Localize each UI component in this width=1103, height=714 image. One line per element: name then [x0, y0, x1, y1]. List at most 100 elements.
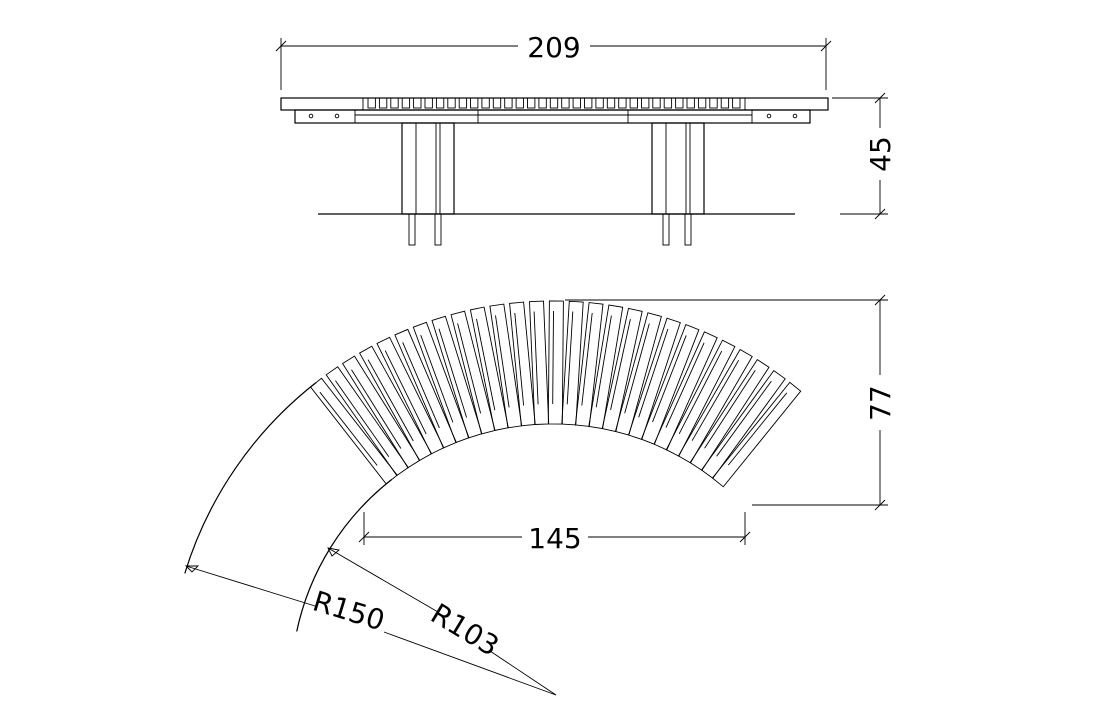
plan-slat — [309, 377, 398, 485]
slat-end — [367, 97, 376, 109]
plan-slat-edge — [533, 311, 539, 405]
plan-slat-edge — [552, 310, 554, 405]
plan-slat — [431, 315, 483, 439]
plan-slat-edge — [367, 359, 414, 442]
plan-slat — [614, 312, 662, 436]
slat-end — [549, 97, 559, 109]
slat-end — [595, 97, 604, 109]
plan-slat — [627, 317, 681, 440]
plan-slat-edge — [581, 312, 593, 406]
right-leg — [651, 122, 705, 246]
dim-label-209: 209 — [527, 31, 580, 64]
plan-slat-edge — [495, 315, 510, 408]
plan-slat — [601, 307, 643, 433]
dim-label-R150: R150 — [309, 584, 388, 637]
plan-slat — [394, 328, 457, 449]
bolt — [766, 113, 772, 119]
dimension-radii: R150 R103 — [184, 547, 557, 696]
dim-label-145: 145 — [528, 522, 581, 555]
plan-slat — [665, 339, 736, 457]
dimension-height: 45 — [832, 92, 897, 220]
dim-label-77: 77 — [864, 385, 897, 421]
slat-end — [675, 97, 684, 109]
slat-end — [572, 97, 581, 109]
slat-end — [732, 97, 741, 109]
dimension-inner-chord: 145 — [358, 512, 751, 555]
plan-slat — [341, 355, 421, 469]
elevation-view: 209 45 — [275, 31, 897, 246]
plan-slat — [376, 336, 445, 455]
plan-slat — [588, 304, 624, 430]
slat-end — [378, 97, 388, 109]
plan-slat-edge — [351, 369, 402, 449]
slat-end — [629, 97, 638, 109]
dimension-depth: 77 — [565, 294, 897, 511]
slat-end — [413, 97, 422, 109]
slat-end — [470, 97, 479, 109]
plan-slat — [547, 300, 564, 425]
slat-end — [697, 97, 707, 109]
plan-slat — [677, 348, 753, 464]
plan-slat-edge — [727, 392, 788, 466]
plan-slat-edge — [457, 323, 482, 414]
slat-end — [458, 97, 468, 109]
slat-end — [447, 97, 456, 109]
plan-slat — [450, 310, 496, 435]
slat-end — [584, 97, 593, 109]
plan-slat-edge — [691, 359, 740, 441]
plan-slat — [653, 331, 718, 451]
seat-slats-elevation — [367, 97, 741, 109]
slat-end — [663, 97, 673, 109]
plan-slat — [509, 301, 536, 427]
slat-end — [481, 97, 490, 109]
plan-view: 77 145 R150 R103 — [184, 294, 897, 696]
plan-slat-edge — [595, 315, 612, 408]
seat-beam — [294, 109, 811, 124]
slat-end — [515, 97, 524, 109]
dimension-total-length: 209 — [275, 31, 832, 90]
bolt — [792, 113, 798, 119]
plan-slat — [469, 306, 509, 432]
plan-slat-edge — [652, 335, 687, 423]
inner-arc — [296, 479, 393, 632]
dim-label-45: 45 — [864, 136, 897, 172]
seat-slats-plan — [309, 300, 802, 488]
left-leg — [401, 122, 455, 246]
slat-end — [686, 97, 695, 109]
slat-end — [492, 97, 502, 109]
outer-arc — [184, 382, 317, 574]
plan-slat — [358, 345, 433, 462]
plan-slat — [325, 366, 409, 477]
plan-slat-edge — [704, 369, 756, 449]
plan-slat — [529, 300, 550, 425]
bolt — [308, 113, 314, 119]
slat-end — [435, 97, 445, 109]
plan-slat — [700, 369, 786, 479]
dim-label-R103: R103 — [425, 597, 504, 663]
slat-end — [561, 97, 570, 109]
plan-slat — [711, 381, 802, 488]
plan-slat-edge — [402, 342, 440, 429]
slat-end — [504, 97, 513, 109]
slat-end — [401, 97, 411, 109]
slat-end — [390, 97, 399, 109]
slat-end — [606, 97, 616, 109]
plan-slat — [574, 302, 604, 427]
slat-end — [618, 97, 627, 109]
plan-slat-edge — [438, 328, 468, 418]
plan-slat-edge — [624, 323, 650, 414]
slat-end — [709, 97, 718, 109]
plan-slat — [489, 303, 523, 429]
plan-slat-edge — [514, 312, 525, 406]
plan-slat-edge — [384, 350, 427, 435]
plan-slat-edge — [610, 319, 631, 410]
plan-slat — [561, 300, 584, 426]
slat-end — [538, 97, 547, 109]
plan-slat-edge — [638, 328, 669, 418]
plan-slat — [689, 358, 770, 471]
plan-slat-edge — [566, 311, 574, 405]
plan-slat — [412, 321, 470, 444]
plan-slat-edge — [665, 342, 705, 428]
slat-end — [527, 97, 536, 109]
